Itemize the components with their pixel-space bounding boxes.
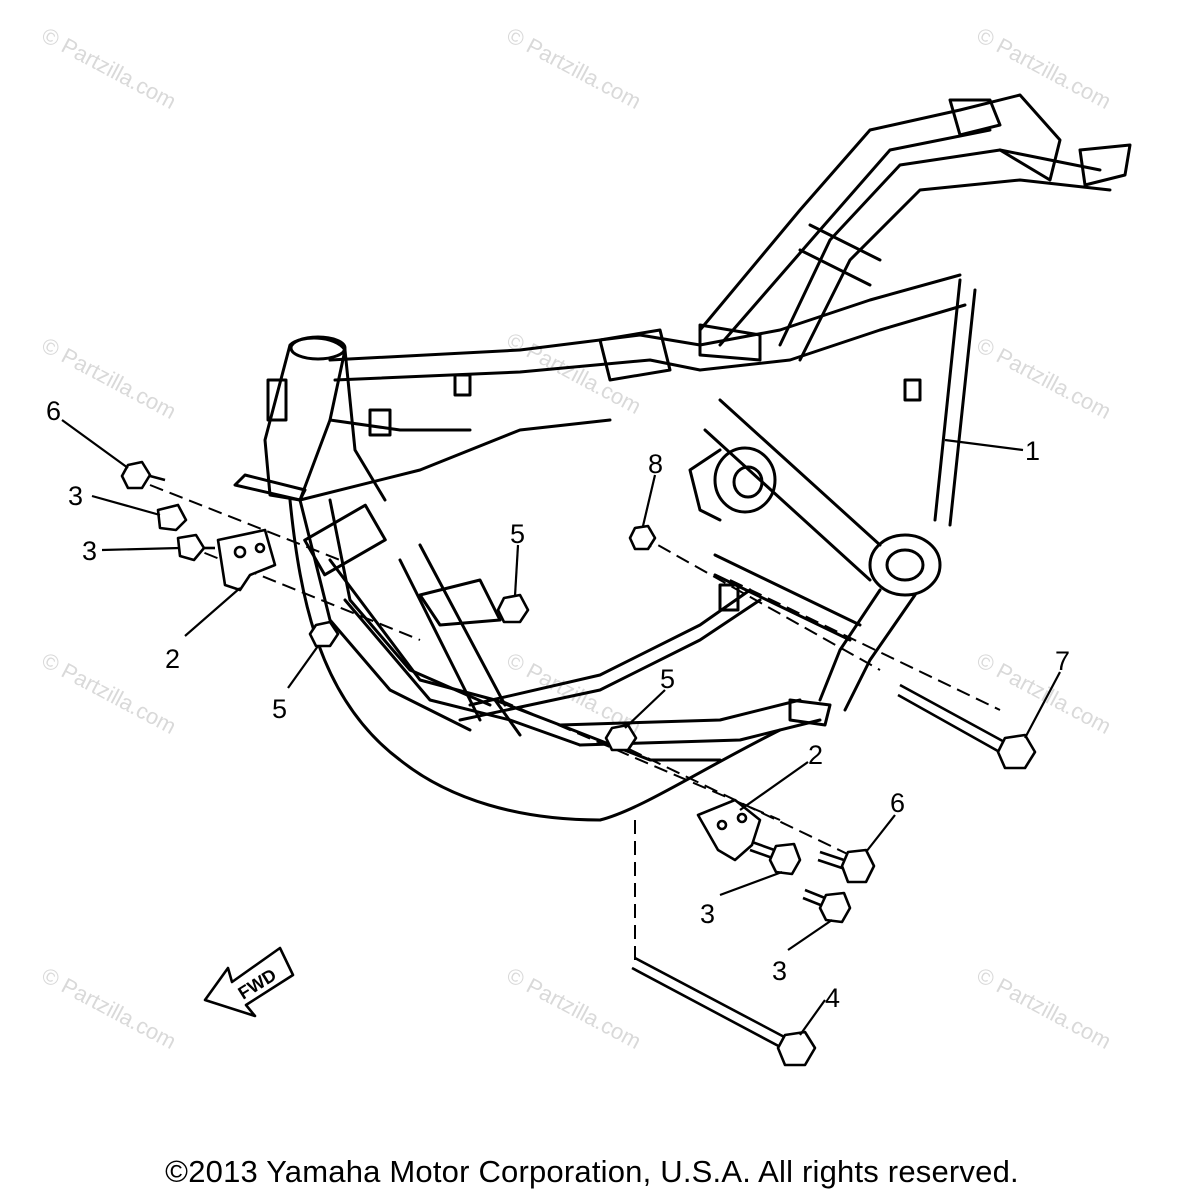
bolt-part-6a [120, 460, 166, 490]
nut-part-5c [604, 723, 638, 752]
motorcycle-frame [233, 93, 1132, 822]
copyright-notice: ©2013 Yamaha Motor Corporation, U.S.A. A… [165, 1154, 1019, 1189]
leader-lines [61, 419, 1061, 1036]
forward-direction-arrow: FWD [203, 946, 295, 1018]
watermark-text: © Partzilla.com [973, 332, 1116, 424]
callout-labels: 1 2 2 3 3 3 3 4 5 5 5 6 6 7 8 [46, 396, 1070, 1013]
bolt-part-7 [897, 683, 1037, 770]
watermark-text: © Partzilla.com [973, 962, 1116, 1054]
bracket-part-2a [216, 528, 277, 592]
watermark-text: © Partzilla.com [38, 22, 181, 114]
watermark-text: © Partzilla.com [503, 327, 646, 419]
callout-4: 4 [825, 983, 840, 1013]
bolt-part-3d [802, 888, 852, 924]
callout-8: 8 [648, 449, 663, 479]
callout-6: 6 [46, 396, 61, 426]
frame-exploded-diagram: © Partzilla.com © Partzilla.com © Partzi… [38, 22, 1132, 1067]
callout-6: 6 [890, 788, 905, 818]
callout-3: 3 [68, 481, 83, 511]
callout-2: 2 [808, 740, 823, 770]
watermark-text: © Partzilla.com [503, 22, 646, 114]
callout-7: 7 [1055, 646, 1070, 676]
watermark-text: © Partzilla.com [973, 647, 1116, 739]
nut-part-5b [496, 593, 530, 624]
callout-3: 3 [700, 899, 715, 929]
callout-5: 5 [510, 519, 525, 549]
nut-part-8 [628, 524, 657, 551]
collar-part-3a [156, 503, 188, 532]
hardware-parts [120, 460, 1037, 1067]
callout-5: 5 [272, 694, 287, 724]
bolt-part-4 [631, 956, 817, 1067]
callout-5: 5 [660, 664, 675, 694]
bolt-part-3c [749, 840, 802, 876]
bracket-part-2b [696, 798, 762, 862]
callout-2: 2 [165, 644, 180, 674]
watermark-text: © Partzilla.com [38, 962, 181, 1054]
collar-part-3b [176, 533, 215, 562]
bolt-part-6b [817, 848, 876, 884]
callout-1: 1 [1025, 436, 1040, 466]
watermark-text: © Partzilla.com [503, 962, 646, 1054]
nut-part-5a [308, 620, 340, 648]
callout-3: 3 [772, 956, 787, 986]
watermark-text: © Partzilla.com [38, 647, 181, 739]
callout-3: 3 [82, 536, 97, 566]
